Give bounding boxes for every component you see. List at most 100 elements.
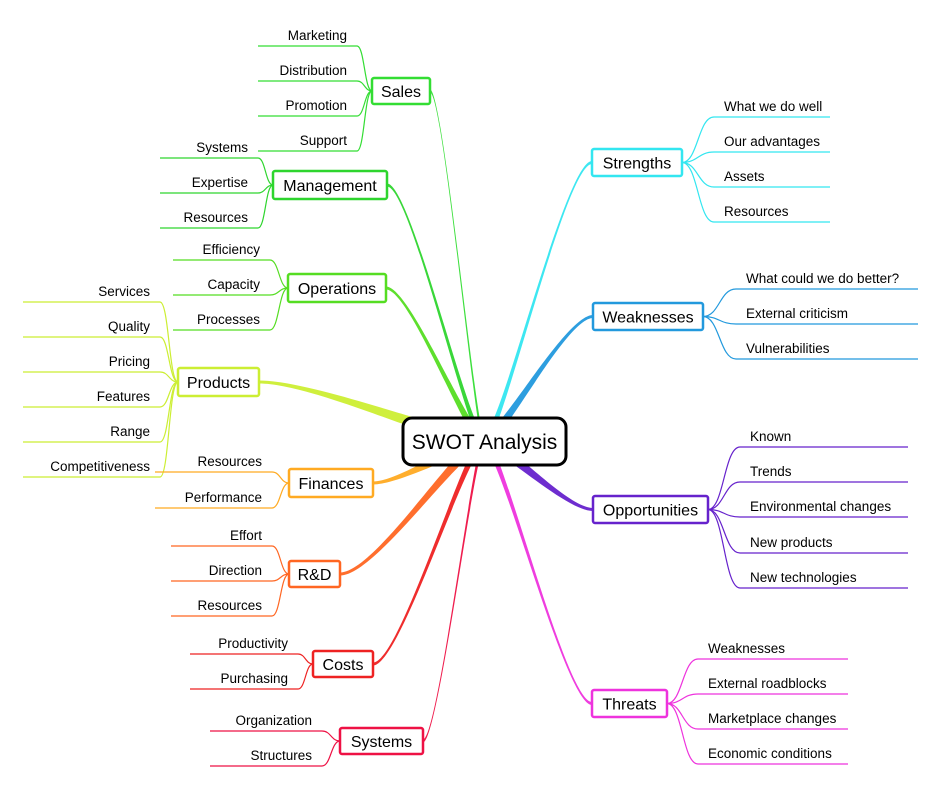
branch-threats[interactable]: Threats <box>590 688 669 719</box>
branch-products[interactable]: Products <box>176 366 261 398</box>
leaf-label: Expertise <box>192 175 248 190</box>
branch-box-products[interactable] <box>176 366 261 398</box>
leaf-opportunities-3[interactable]: New products <box>707 508 908 554</box>
leaf-label: Economic conditions <box>708 746 832 761</box>
branch-costs[interactable]: Costs <box>311 649 375 679</box>
leaf-strengths-0[interactable]: What we do well <box>681 99 830 164</box>
branch-box-opportunities[interactable] <box>591 494 710 525</box>
branch-label-opportunities: Opportunities <box>603 503 698 520</box>
leaf-weaknesses-0[interactable]: What could we do better? <box>702 271 918 318</box>
branch-box-operations[interactable] <box>286 272 388 304</box>
branch-box-management[interactable] <box>271 169 389 201</box>
leaf-label: Weaknesses <box>708 641 785 656</box>
leaf-label: Direction <box>209 563 262 578</box>
leaf-systems-0[interactable]: Organization <box>210 713 341 742</box>
branch-label-costs: Costs <box>323 657 364 674</box>
leaf-products-2[interactable]: Pricing <box>23 354 179 383</box>
branch-sales[interactable]: Sales <box>370 76 432 106</box>
leaf-threats-3[interactable]: Economic conditions <box>666 702 848 765</box>
leaf-costs-1[interactable]: Purchasing <box>190 663 314 690</box>
leaf-systems-1[interactable]: Structures <box>210 740 341 767</box>
leaf-operations-0[interactable]: Efficiency <box>173 242 289 289</box>
branch-rd[interactable]: R&D <box>287 559 342 589</box>
leaf-opportunities-4[interactable]: New technologies <box>707 508 908 589</box>
connector-management <box>387 183 484 448</box>
connector-weaknesses <box>484 315 593 448</box>
branch-strengths[interactable]: Strengths <box>590 147 684 178</box>
branch-box-costs[interactable] <box>311 649 375 679</box>
leaf-operations-1[interactable]: Capacity <box>173 277 289 296</box>
leaf-label: New products <box>750 535 833 550</box>
branch-weaknesses[interactable]: Weaknesses <box>591 301 705 332</box>
leaf-operations-2[interactable]: Processes <box>173 287 289 331</box>
leaf-finances-0[interactable]: Resources <box>155 454 290 484</box>
leaf-label: Our advantages <box>724 134 820 149</box>
leaf-label: Processes <box>197 312 260 327</box>
leaf-strengths-3[interactable]: Resources <box>681 161 830 223</box>
leaf-management-2[interactable]: Resources <box>160 184 274 229</box>
branch-box-systems[interactable] <box>338 726 425 756</box>
center-node[interactable]: SWOT Analysis <box>401 416 568 467</box>
leaf-threats-0[interactable]: Weaknesses <box>666 641 848 705</box>
branch-box-threats[interactable] <box>590 688 669 719</box>
leaf-label: Features <box>97 389 151 404</box>
branch-management[interactable]: Management <box>271 169 389 201</box>
leaf-rd-1[interactable]: Direction <box>171 563 290 582</box>
leaf-label: Range <box>110 424 150 439</box>
leaf-connector <box>269 259 289 289</box>
leaf-sales-1[interactable]: Distribution <box>258 63 373 92</box>
leaf-label: Resources <box>197 598 262 613</box>
leaf-management-1[interactable]: Expertise <box>160 175 274 194</box>
leaf-products-3[interactable]: Features <box>23 381 179 408</box>
leaf-label: Known <box>750 429 791 444</box>
leaf-strengths-2[interactable]: Assets <box>681 161 830 188</box>
leaf-products-5[interactable]: Competitiveness <box>23 381 179 478</box>
leaf-connector <box>681 161 715 223</box>
branch-box-rd[interactable] <box>287 559 342 589</box>
center-node-box[interactable] <box>401 416 568 467</box>
leaf-connector <box>271 573 290 617</box>
leaf-sales-0[interactable]: Marketing <box>258 28 373 92</box>
branch-box-strengths[interactable] <box>590 147 684 178</box>
leaf-opportunities-2[interactable]: Environmental changes <box>707 499 908 518</box>
leaf-weaknesses-2[interactable]: Vulnerabilities <box>702 315 918 360</box>
leaf-rd-0[interactable]: Effort <box>171 528 290 575</box>
branch-operations[interactable]: Operations <box>286 272 388 304</box>
leaf-weaknesses-1[interactable]: External criticism <box>702 306 918 325</box>
branch-label-weaknesses: Weaknesses <box>602 310 693 327</box>
connector-strengths <box>484 161 592 448</box>
branch-box-finances[interactable] <box>287 467 375 499</box>
leaf-connector <box>257 184 274 229</box>
leaf-rd-2[interactable]: Resources <box>171 573 290 617</box>
leaf-management-0[interactable]: Systems <box>160 140 274 186</box>
leaf-connector <box>707 446 741 511</box>
branch-opportunities[interactable]: Opportunities <box>591 494 710 525</box>
leaf-connector <box>159 371 179 383</box>
leaf-strengths-1[interactable]: Our advantages <box>681 134 830 164</box>
leaf-threats-2[interactable]: Marketplace changes <box>666 702 848 730</box>
leaf-label: What could we do better? <box>746 271 899 286</box>
leaf-products-1[interactable]: Quality <box>23 319 179 383</box>
branch-label-strengths: Strengths <box>603 156 671 173</box>
leaf-connector <box>666 702 699 765</box>
connector-costs <box>373 434 484 666</box>
leaf-label: Purchasing <box>220 671 288 686</box>
leaf-connector <box>297 663 314 690</box>
leaf-sales-3[interactable]: Support <box>258 90 373 152</box>
connector-threats <box>484 434 592 705</box>
branch-finances[interactable]: Finances <box>287 467 375 499</box>
leaf-opportunities-0[interactable]: Known <box>707 429 908 511</box>
leaf-opportunities-1[interactable]: Trends <box>707 464 908 511</box>
leaf-sales-2[interactable]: Promotion <box>258 90 373 117</box>
branch-box-sales[interactable] <box>370 76 432 106</box>
leaf-products-0[interactable]: Services <box>23 284 179 383</box>
leaf-label: Marketplace changes <box>708 711 837 726</box>
leaf-connector <box>666 693 699 705</box>
leaf-costs-0[interactable]: Productivity <box>190 636 314 665</box>
leaf-finances-1[interactable]: Performance <box>155 482 290 509</box>
leaf-connector <box>159 336 179 383</box>
leaf-threats-1[interactable]: External roadblocks <box>666 676 848 705</box>
leaf-label: Vulnerabilities <box>746 341 830 356</box>
branch-box-weaknesses[interactable] <box>591 301 705 332</box>
branch-systems[interactable]: Systems <box>338 726 425 756</box>
